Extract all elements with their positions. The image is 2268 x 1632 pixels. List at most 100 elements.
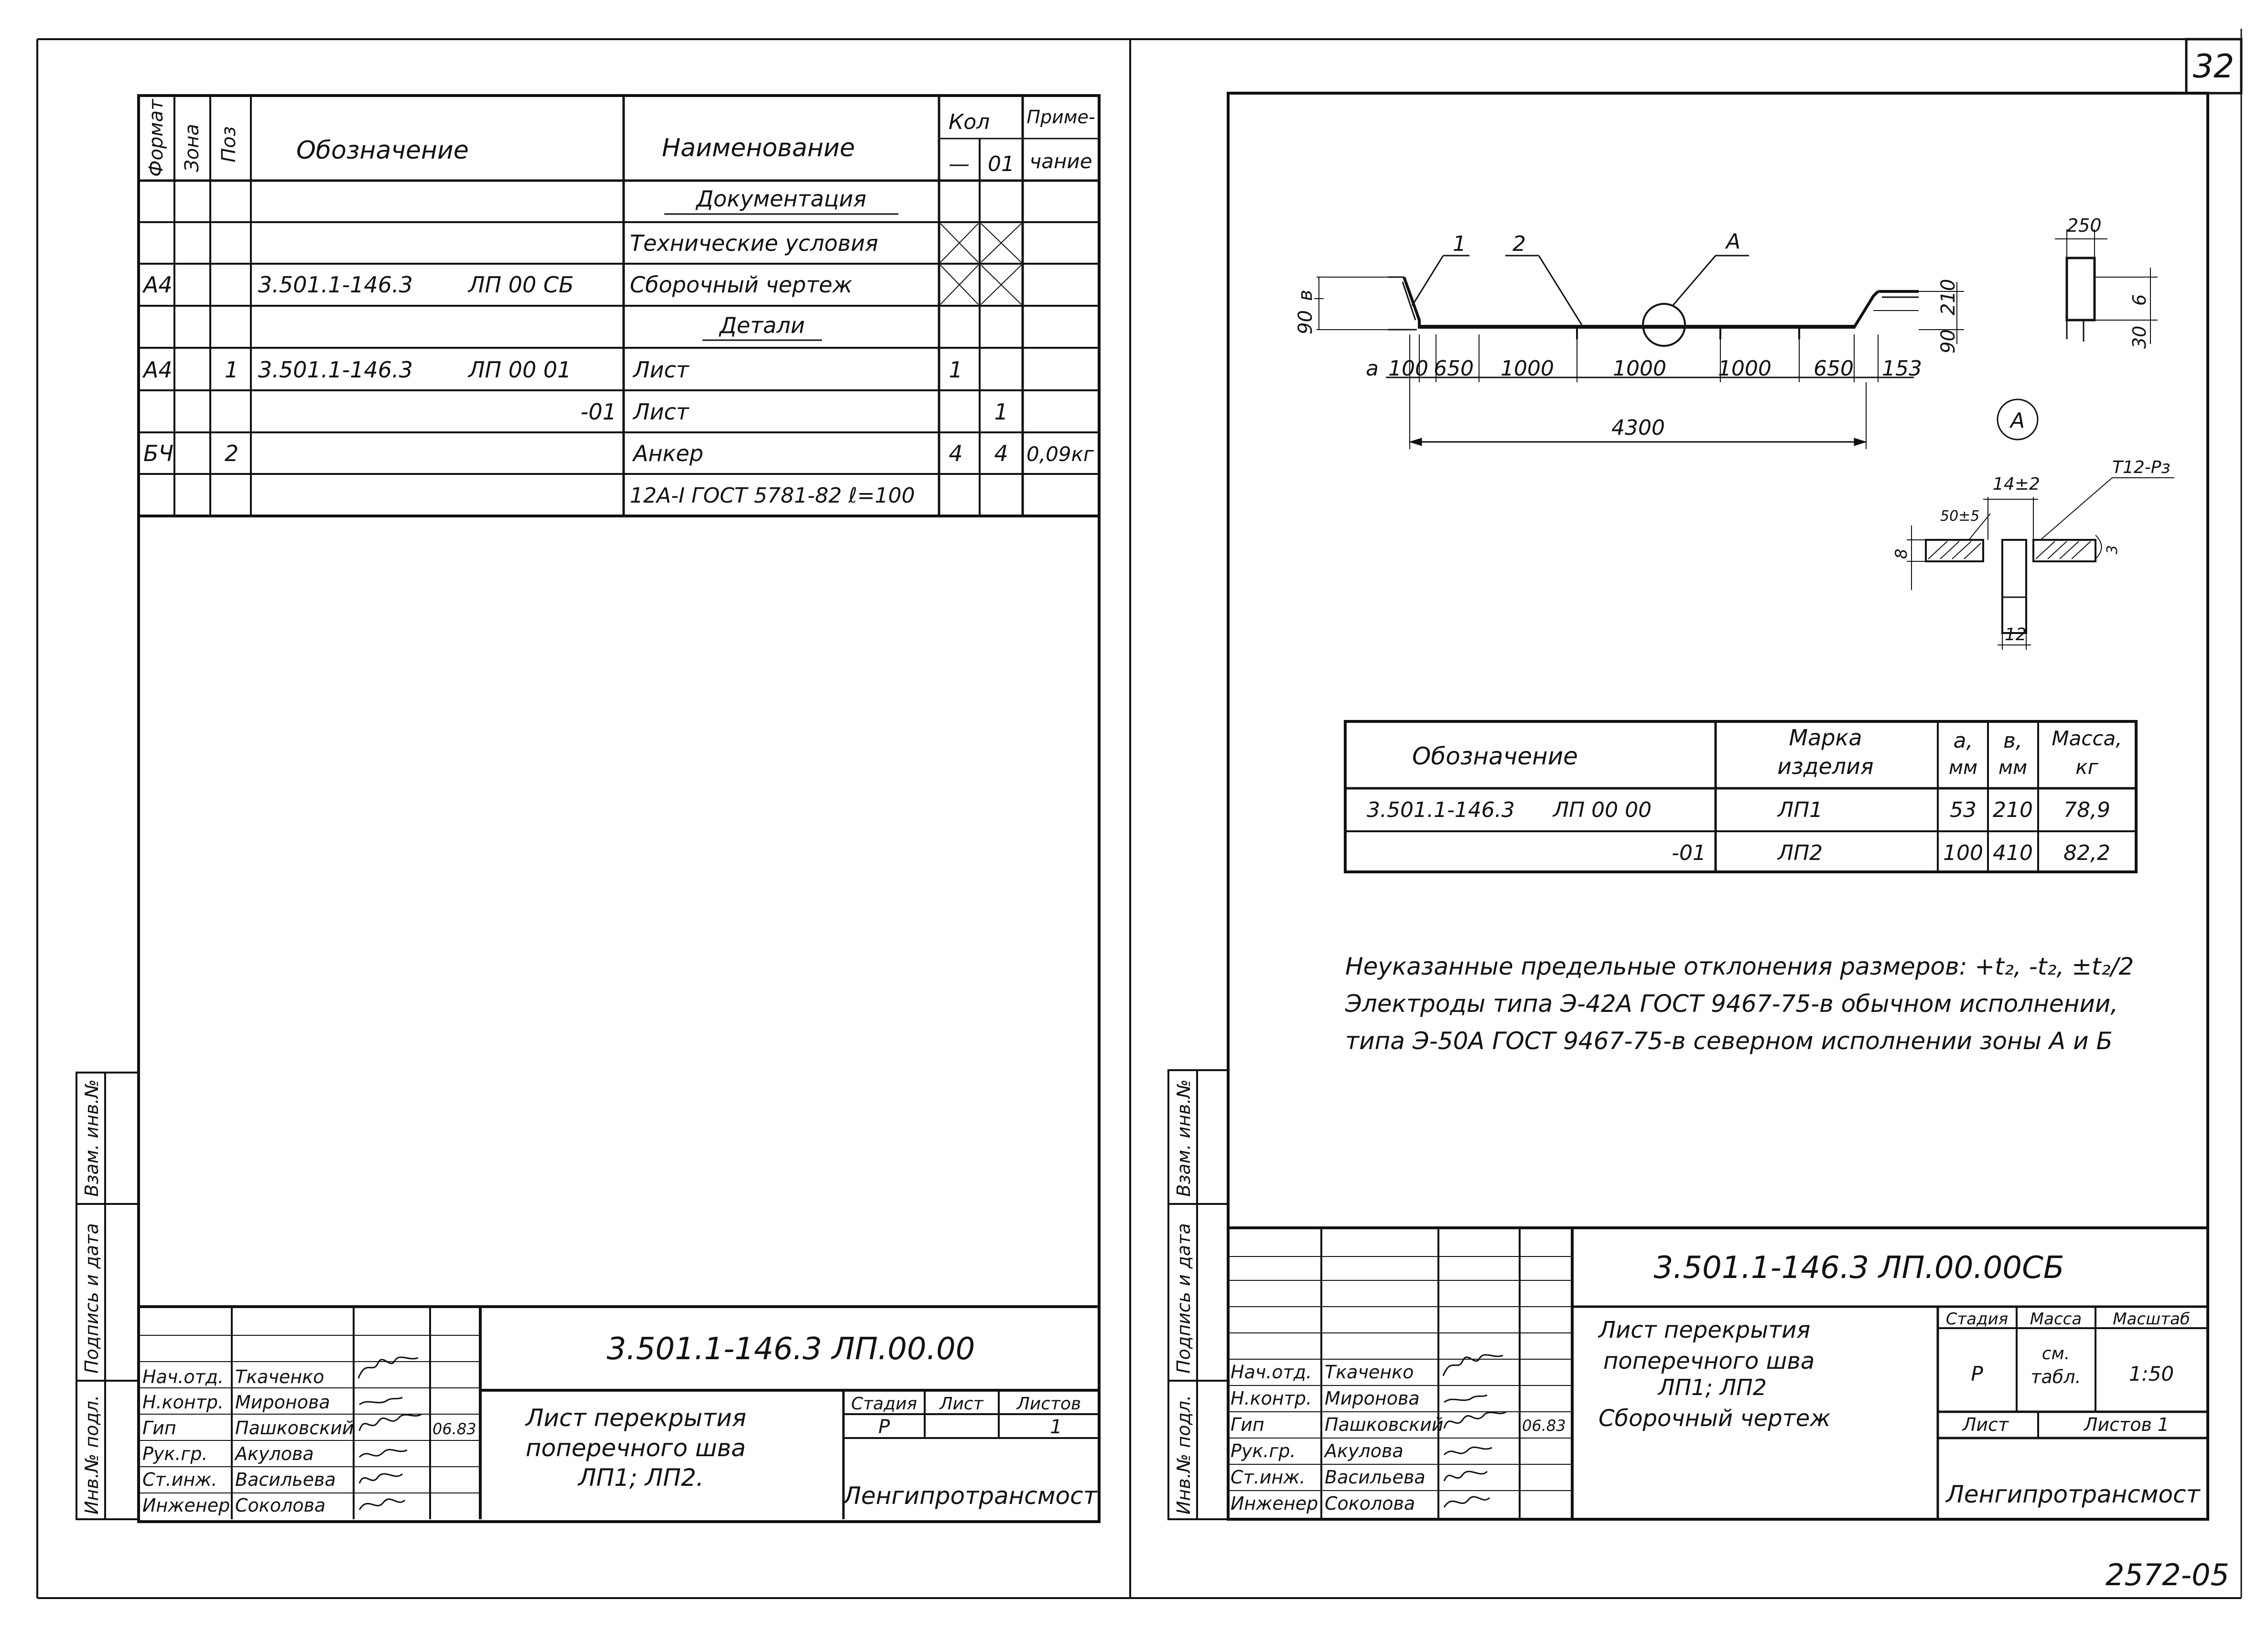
detail-dim-12: 12: [2005, 625, 2027, 644]
signature-right-0: [1442, 1354, 1503, 1376]
title-block-right-title-3: ЛП1; ЛП2: [1657, 1374, 1767, 1400]
tbl-right-role-5: Инженер: [1231, 1493, 1318, 1514]
table-row-0-name: Документация: [695, 186, 866, 212]
tbl-left-name-5: Соколова: [235, 1495, 325, 1516]
side-stamp-left-inv-podl: Инв.№ подл.: [81, 1395, 102, 1514]
dim-anchor-250: 250: [2067, 215, 2102, 236]
tbl-right-role-2: Гип: [1231, 1414, 1264, 1435]
tbl-left-role-3: Рук.гр.: [142, 1443, 208, 1464]
title-block-right-code: 3.501.1-146.3 ЛП.00.00СБ: [1653, 1250, 2064, 1286]
title-block-right-sheets-label: Листов 1: [2083, 1414, 2169, 1435]
dim-right-90: 90: [1937, 329, 1959, 354]
title-block-left-org: Ленгипротрансмост: [842, 1482, 1098, 1510]
signature-left-4: [358, 1473, 403, 1484]
tbl-right-name-0: Ткаченко: [1325, 1362, 1414, 1383]
side-stamp-right: [1167, 1069, 1229, 1520]
spec-header-pos: Поз: [218, 126, 240, 162]
title-block-left-title-1: Лист перекрытия: [525, 1404, 746, 1432]
marks-row-1-b: 410: [1993, 841, 2033, 865]
dim-anchor-6: 6: [2129, 294, 2150, 306]
table-row-4-pos: 1: [225, 357, 238, 383]
dim-650a: 650: [1434, 356, 1474, 381]
detail-dim-50: 50±5: [1940, 508, 1979, 525]
side-stamp-left-inv-vzam: Взам. инв.№: [81, 1079, 102, 1197]
title-block-left-title-3: ЛП1; ЛП2.: [577, 1464, 704, 1492]
dim-anchor-30: 30: [2129, 326, 2150, 349]
tbl-left-role-0: Нач.отд.: [142, 1366, 224, 1387]
spec-header-format: Формат: [145, 98, 167, 177]
dim-a: а: [1366, 356, 1379, 381]
marks-header-a-1: а,: [1954, 729, 1973, 753]
title-block-right-grid: [1228, 1226, 2208, 1519]
tbl-right-role-1: Н.контр.: [1231, 1388, 1312, 1409]
title-block-left-grid: [139, 1305, 1099, 1519]
detail-dim-3: 3: [2104, 545, 2121, 554]
signature-left-3: [358, 1449, 408, 1458]
table-row-2-designation: 3.501.1-146.3: [258, 272, 413, 298]
dim-left-b: в: [1295, 290, 1317, 301]
signature-right-3: [1443, 1446, 1492, 1456]
table-row-4-name: Лист: [632, 357, 690, 383]
tbl-left-role-5: Инженер: [142, 1495, 230, 1516]
table-row-5-name: Лист: [632, 399, 690, 425]
dim-1000b: 1000: [1613, 356, 1666, 381]
signatures-right: [1442, 1354, 1507, 1508]
table-row-5-q2: 1: [994, 399, 1008, 425]
title-block-right-title-2: поперечного шва: [1603, 1348, 1814, 1374]
tbl-right-role-0: Нач.отд.: [1231, 1362, 1312, 1383]
table-row-6-note: 0,09кг: [1026, 442, 1094, 466]
callout-2: 2: [1512, 232, 1526, 256]
table-row-4-q1: 1: [949, 357, 962, 383]
tbl-right-name-2: Пашковский: [1325, 1414, 1443, 1435]
tbl-left-role-2: Гип: [142, 1417, 176, 1439]
tbl-left-name-4: Васильева: [235, 1469, 336, 1490]
dim-153: 153: [1882, 356, 1922, 381]
marks-row-1-mark: ЛП2: [1777, 841, 1823, 865]
title-block-right-title-1: Лист перекрытия: [1598, 1317, 1810, 1343]
signature-left-1: [359, 1396, 403, 1406]
table-row-6-format: БЧ: [143, 440, 173, 466]
title-block-right-mass-label: Масса: [2030, 1310, 2082, 1329]
marks-row-0-mass: 78,9: [2063, 798, 2110, 822]
title-block-left-stage-label: Стадия: [851, 1394, 917, 1414]
marks-row-1-mass: 82,2: [2063, 841, 2110, 865]
title-block-right-stage: Р: [1971, 1362, 1983, 1385]
note-line-1: Неуказанные предельные отклонения размер…: [1345, 953, 2134, 980]
marks-header-mass-1: Масса,: [2052, 727, 2122, 750]
tbl-right-name-1: Миронова: [1325, 1388, 1420, 1409]
side-stamp-left-podpis: Подпись и дата: [81, 1223, 102, 1374]
marks-row-1-a: 100: [1943, 841, 1983, 865]
footer-code: 2572-05: [2106, 1557, 2229, 1592]
tbl-left-role-4: Ст.инж.: [142, 1469, 217, 1490]
spec-header-designation: Обозначение: [296, 136, 469, 165]
tbl-left-role-1: Н.контр.: [142, 1392, 224, 1413]
assembly-drawing-labels: 1 2 А а 100 650 1000 1000 1000 650 153 4…: [1295, 215, 2171, 644]
marks-header-designation: Обозначение: [1412, 742, 1578, 770]
table-row-4-format: А4: [142, 357, 173, 383]
signature-left-2: [358, 1413, 422, 1431]
title-block-right-sheet-label: Лист: [1962, 1414, 2009, 1435]
tbl-right-name-5: Соколова: [1325, 1493, 1415, 1514]
tbl-left-name-1: Миронова: [235, 1392, 330, 1413]
dim-100: 100: [1388, 356, 1428, 381]
detail-dim-8: 8: [1892, 548, 1911, 559]
callout-1: 1: [1453, 232, 1466, 256]
title-block-left-people: Нач.отд. Н.контр. Гип Рук.гр. Ст.инж. Ин…: [142, 1366, 476, 1516]
title-block-right-people: Нач.отд. Н.контр. Гип Рук.гр. Ст.инж. Ин…: [1231, 1362, 1566, 1514]
table-row-4-designation2: ЛП 00 01: [467, 357, 572, 383]
signature-left-5: [358, 1498, 406, 1510]
side-stamp-right-podpis: Подпись и дата: [1173, 1223, 1194, 1374]
dim-1000a: 1000: [1501, 356, 1554, 381]
table-row-2-format: А4: [142, 272, 173, 298]
table-row-6-q1: 4: [949, 440, 962, 466]
detail-dim-14: 14±2: [1993, 474, 2040, 494]
marks-header-b-2: мм: [1998, 757, 2027, 779]
dim-650b: 650: [1814, 356, 1854, 381]
spec-header-note-1: Приме-: [1026, 107, 1095, 128]
marks-row-0-mark: ЛП1: [1777, 798, 1823, 822]
tbl-left-name-2: Пашковский: [235, 1417, 354, 1439]
tbl-right-date: 06.83: [1522, 1417, 1566, 1435]
marks-header-mark-1: Марка: [1789, 725, 1862, 751]
title-block-left-sheets-label: Листов: [1016, 1394, 1081, 1414]
table-row-4-designation: 3.501.1-146.3: [258, 357, 413, 383]
